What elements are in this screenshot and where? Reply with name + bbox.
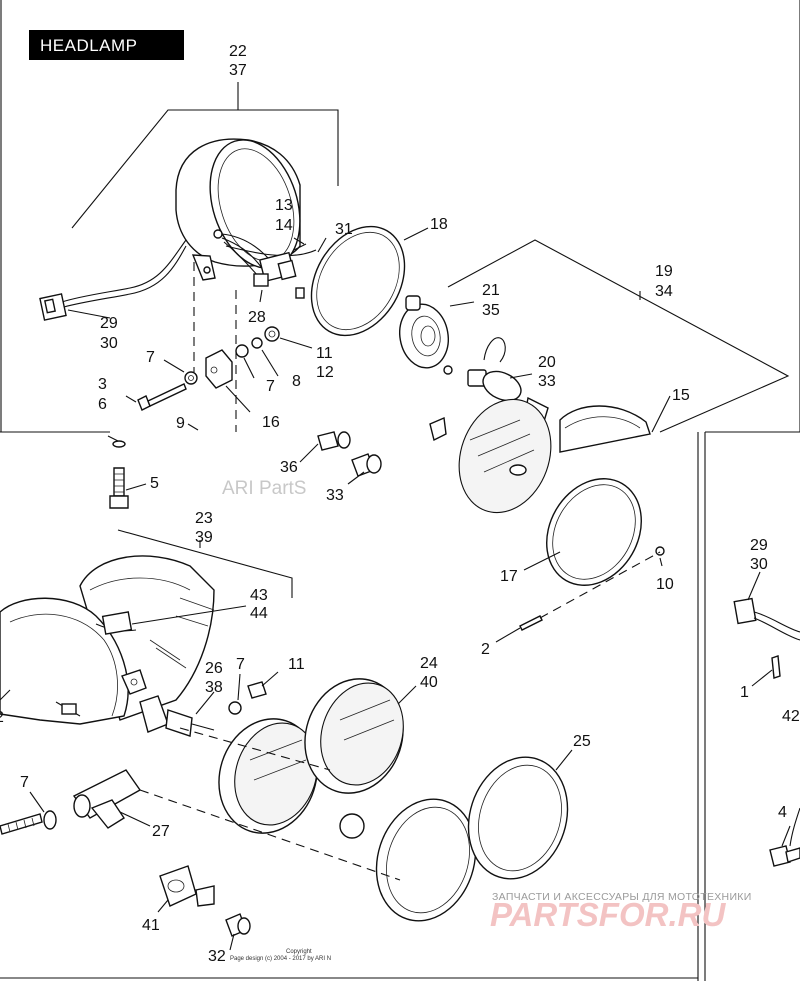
label-10: 10 [656,576,674,593]
label-8: 8 [292,373,301,390]
label-20: 20 [538,354,556,371]
label-37: 37 [229,62,247,79]
right-inset-assembly [733,597,800,867]
mounting-hardware [137,262,280,432]
label-33-lower: 33 [326,487,344,504]
label-23: 23 [195,510,213,527]
label-15: 15 [672,387,690,404]
label-32: 32 [208,948,226,965]
label-2: 2 [481,641,490,658]
callout-labels: 22 37 13 14 31 18 19 34 21 35 29 30 28 7… [0,43,800,965]
label-40: 40 [420,674,438,691]
label-42-right: 42 [782,708,800,725]
label-1-right: 1 [740,684,749,701]
spacer-tube [72,769,142,829]
watermark-text: ARI PartS [222,478,306,499]
label-24: 24 [420,655,438,672]
twin-trim-ring [375,756,569,922]
label-43: 43 [250,587,268,604]
marker-bulbs [317,416,447,477]
label-7-upper-right: 7 [266,378,275,395]
label-7-upper-left: 7 [146,349,155,366]
label-34: 34 [655,283,673,300]
title-text: HEADLAMP [40,36,138,55]
twin-lamp-units [218,678,404,839]
label-3: 3 [98,376,107,393]
label-44: 44 [250,605,268,622]
label-25: 25 [573,733,591,750]
footer-branding: ЗАПЧАСТИ И АКСЕССУАРЫ ДЛЯ МОТОТЕХНИКИ PA… [230,891,752,962]
lower-bulbs [159,865,251,937]
label-30: 30 [100,335,118,352]
wire-harness [39,239,187,321]
label-9: 9 [176,415,185,432]
lamp-ring-18 [310,225,406,337]
internal-connector [221,233,317,299]
label-39: 39 [195,529,213,546]
label-16: 16 [262,414,280,431]
copyright-line-2: Page design (c) 2004 - 2017 by ARI N [230,956,331,962]
label-18: 18 [430,216,448,233]
label-19: 19 [655,263,673,280]
label-35: 35 [482,302,500,319]
twin-housing [0,555,215,725]
label-11-lower: 11 [288,656,305,673]
headlamp-housing [175,138,301,281]
label-4-right: 4 [778,804,787,821]
bolt-5 [107,435,129,509]
label-41: 41 [142,917,160,934]
label-29-right: 29 [750,537,768,554]
label-14: 14 [275,217,293,234]
label-33-upper: 33 [538,373,556,390]
label-7-lower-center: 7 [236,656,245,673]
label-11-upper: 11 [316,345,333,362]
partsfor-logo: PARTSFOR.RU [490,896,726,933]
label-30-right: 30 [750,556,768,573]
lower-socket [139,695,215,737]
label-38: 38 [205,679,223,696]
label-26: 26 [205,660,223,677]
label-5: 5 [150,475,159,492]
lower-twin-headlamp-assembly [0,478,665,937]
label-2-lower-left: 2 [0,709,4,726]
label-17: 17 [500,568,518,585]
leader-lines [0,227,791,951]
label-21: 21 [482,282,500,299]
upper-headlamp-assembly [39,82,790,514]
label-22: 22 [229,43,247,60]
label-31: 31 [335,221,353,238]
label-36: 36 [280,459,298,476]
headlamp-lens [458,398,651,514]
footer-russian-text: ЗАПЧАСТИ И АКСЕССУАРЫ ДЛЯ МОТОТЕХНИКИ [492,891,752,903]
label-27: 27 [152,823,170,840]
label-28: 28 [248,309,266,326]
label-6: 6 [98,396,107,413]
copyright-line-1: Copyright [286,949,312,955]
label-12: 12 [316,364,334,381]
bulb-socket [399,295,449,369]
label-7-lower-left: 7 [20,774,29,791]
section-title: HEADLAMP [29,30,184,60]
label-29: 29 [100,315,118,332]
label-13: 13 [275,197,293,214]
